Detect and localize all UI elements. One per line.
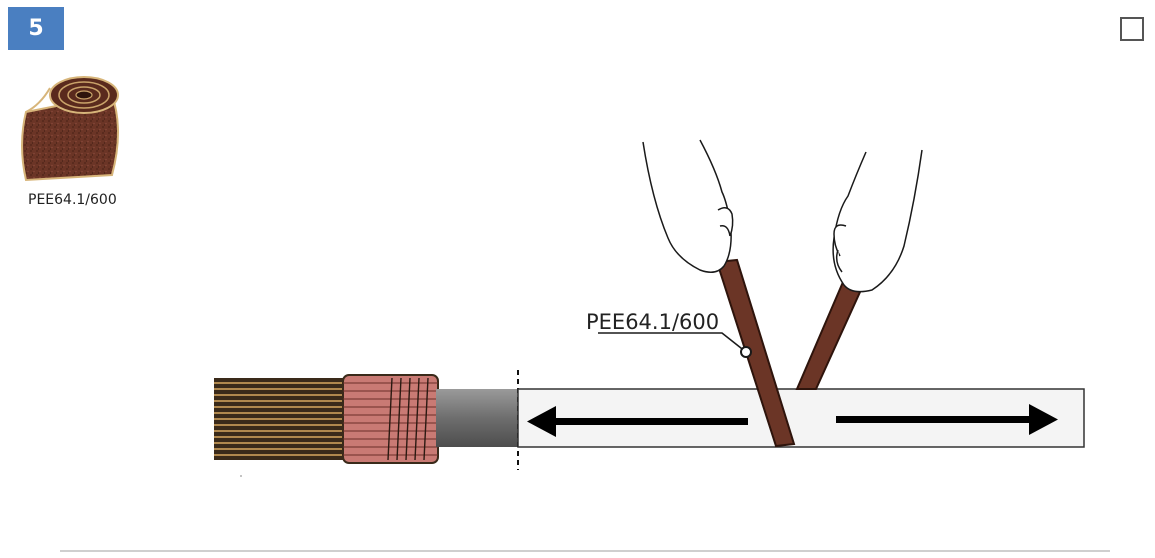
step-complete-checkbox[interactable] xyxy=(1120,17,1144,41)
copper-screen-binding xyxy=(342,374,439,464)
arrow-right-icon xyxy=(836,404,1058,435)
label-leader-line xyxy=(598,332,747,353)
bottom-divider xyxy=(60,550,1110,552)
tape-strip-left xyxy=(715,258,796,448)
label-pointer-dot xyxy=(740,346,752,358)
cable-sheath xyxy=(436,389,518,447)
step-number-badge: 5 xyxy=(8,7,64,50)
hand-icon xyxy=(642,139,734,273)
stranded-conductor xyxy=(214,378,349,460)
product-caption: PEE64.1/600 xyxy=(28,192,117,208)
tape-roll-icon xyxy=(21,76,119,182)
arrow-left-icon xyxy=(527,406,748,437)
tape-strip-right xyxy=(795,280,862,390)
hand-icon-right xyxy=(832,149,923,293)
tape-label: PEE64.1/600 xyxy=(586,310,719,334)
